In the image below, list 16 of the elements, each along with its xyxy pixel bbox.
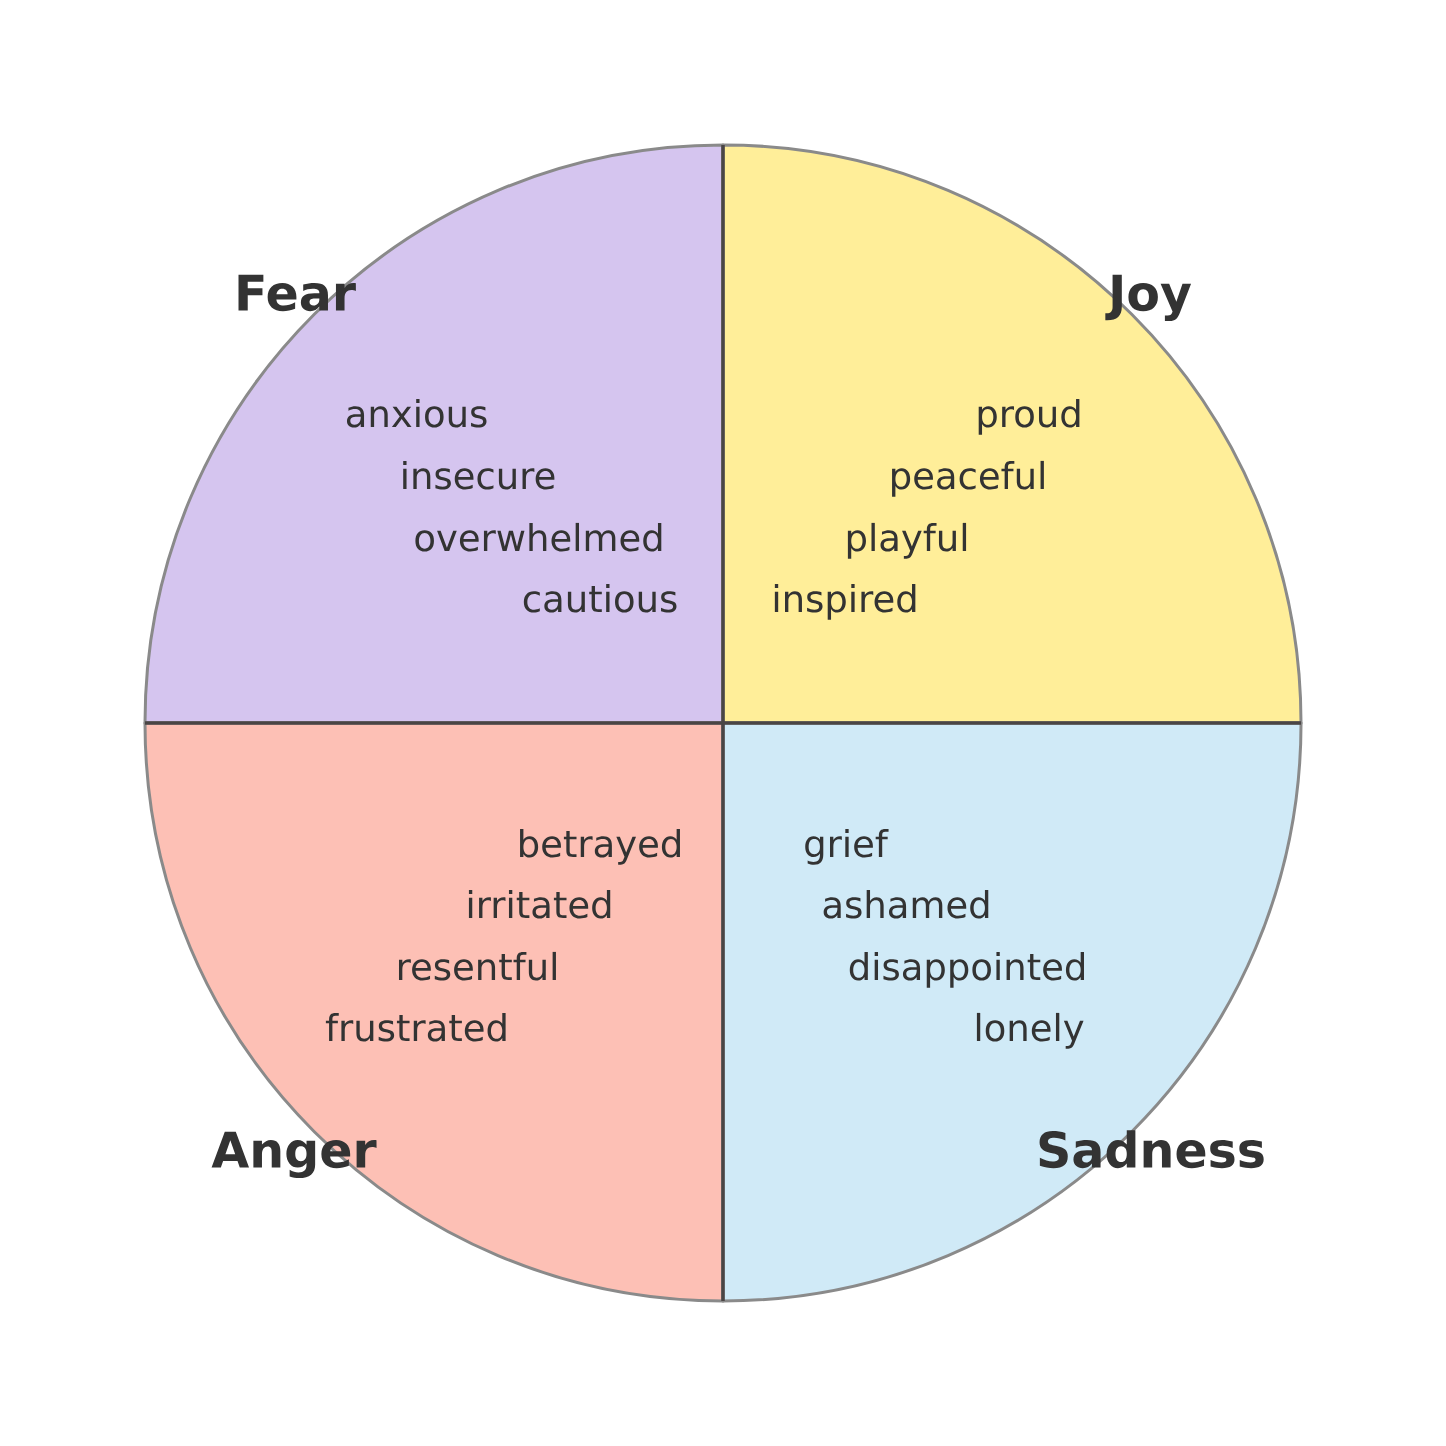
word-label: anxious (346, 398, 487, 428)
word-label: disappointed (849, 951, 1084, 988)
word-label: irritated (468, 889, 611, 919)
word-label: betrayed (520, 828, 680, 865)
word-label: proud (978, 398, 1080, 435)
word-label: peaceful (892, 460, 1044, 497)
word-label: frustrated (325, 1012, 506, 1042)
word-label: overwhelmed (415, 522, 662, 552)
word-label: grief (805, 828, 889, 865)
word-label: ashamed (823, 889, 989, 919)
word-label: playful (847, 522, 967, 559)
word-label: lonely (976, 1012, 1084, 1049)
word-label: inspired (774, 583, 916, 620)
word-label: insecure (403, 460, 555, 490)
word-label: cautious (523, 583, 677, 613)
word-label: resentful (399, 951, 556, 981)
